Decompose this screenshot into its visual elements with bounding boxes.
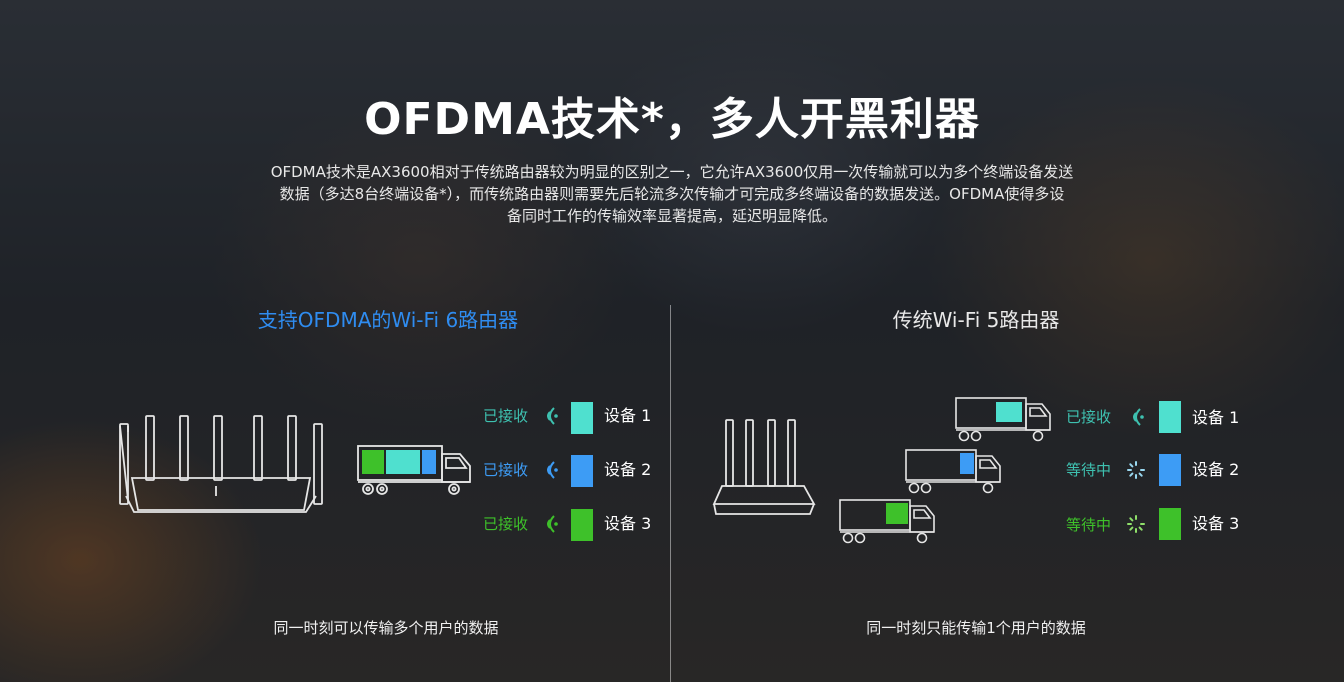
device-2-label: 设备 2	[604, 460, 652, 479]
packet-cyan	[386, 450, 420, 474]
wifi5-caption: 同一时刻只能传输1个用户的数据	[866, 619, 1086, 637]
device-2-status: 已接收	[483, 461, 529, 479]
device-1-block	[1159, 401, 1181, 433]
page-title: OFDMA技术*，多人开黑利器	[364, 94, 980, 145]
device-3-block	[571, 509, 593, 541]
device-3-status: 已接收	[483, 515, 529, 533]
router-four-antenna-icon	[712, 419, 816, 515]
truck-icon	[357, 445, 471, 495]
loading-spinner-icon	[1127, 515, 1145, 533]
device-3-label: 设备 3	[604, 514, 652, 533]
description-line-1: OFDMA技术是AX3600相对于传统路由器较为明显的区别之一，它允许AX360…	[270, 163, 1074, 181]
device-1-status: 已接收	[483, 407, 529, 425]
device-3-label: 设备 3	[1192, 514, 1240, 533]
wifi-signal-icon	[547, 407, 558, 425]
description-line-3: 备同时工作的传输效率显著提高，延迟明显降低。	[506, 207, 837, 225]
wifi-signal-icon	[1133, 408, 1144, 426]
packet-blue	[960, 453, 974, 474]
router-six-antenna-icon	[119, 415, 323, 513]
wifi5-panel-title: 传统Wi-Fi 5路由器	[892, 308, 1060, 332]
wifi-signal-icon	[547, 461, 558, 479]
device-1-block	[571, 402, 593, 434]
device-2-block	[1159, 454, 1181, 486]
wifi6-caption: 同一时刻可以传输多个用户的数据	[273, 619, 499, 637]
packet-green	[362, 450, 384, 474]
device-2-block	[571, 455, 593, 487]
device-1-label: 设备 1	[604, 406, 652, 425]
wifi-signal-icon	[547, 515, 558, 533]
panel-divider	[670, 305, 671, 682]
device-1-status: 已接收	[1066, 408, 1112, 426]
device-2-status: 等待中	[1066, 461, 1112, 479]
packet-green	[886, 503, 908, 524]
loading-spinner-icon	[1127, 461, 1145, 479]
description-line-2: 数据（多达8台终端设备*），而传统路由器则需要先后轮流多次传输才可完成多终端设备…	[279, 185, 1065, 203]
description: OFDMA技术是AX3600相对于传统路由器较为明显的区别之一，它允许AX360…	[202, 161, 1142, 227]
device-3-status: 等待中	[1066, 516, 1112, 534]
packet-cyan	[996, 402, 1022, 422]
device-2-label: 设备 2	[1192, 460, 1240, 479]
truck-icon	[905, 449, 1001, 494]
device-3-block	[1159, 508, 1181, 540]
truck-icon	[839, 499, 935, 544]
device-1-label: 设备 1	[1192, 408, 1240, 427]
truck-icon	[955, 397, 1051, 442]
packet-blue	[422, 450, 436, 474]
wifi6-panel-title: 支持OFDMA的Wi-Fi 6路由器	[257, 308, 519, 332]
